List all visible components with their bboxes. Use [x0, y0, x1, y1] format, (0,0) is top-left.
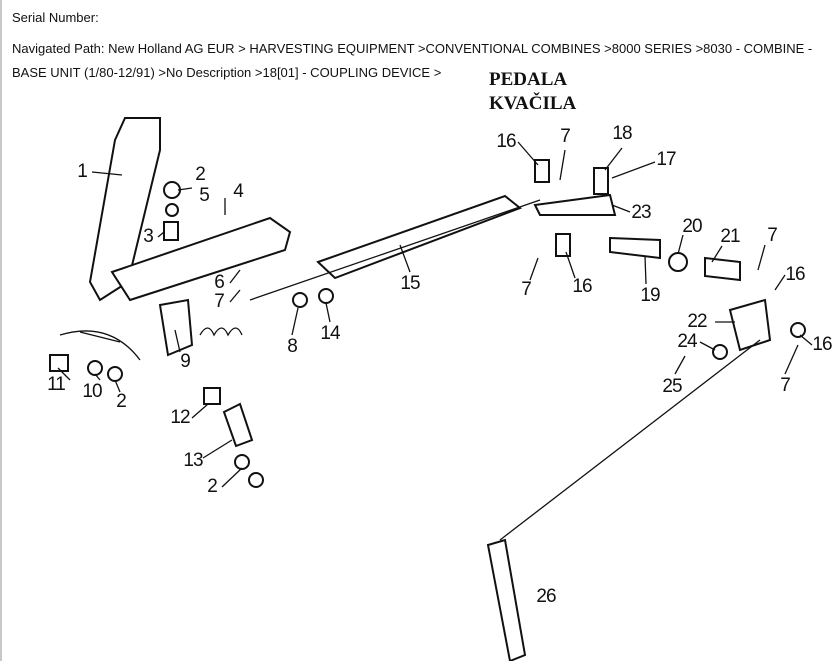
callout-label: 12 — [170, 407, 190, 428]
callout-label: 21 — [720, 226, 740, 247]
callout-label: 16 — [812, 334, 832, 355]
nut-20 — [668, 252, 688, 272]
callout-label: 10 — [82, 381, 102, 402]
page-border — [0, 0, 2, 661]
washer — [318, 288, 334, 304]
bolt-head — [203, 387, 221, 405]
rod-axis — [249, 199, 541, 301]
plate — [222, 402, 254, 448]
callout-label: 4 — [233, 181, 244, 202]
callout-labels: 1 2 5 4 3 6 7 8 14 15 9 11 10 2 12 13 2 … — [47, 123, 833, 607]
callout-label: 22 — [687, 311, 707, 332]
callout-label: 25 — [662, 376, 682, 397]
washer — [234, 454, 250, 470]
callout-label: 2 — [207, 476, 217, 497]
callout-label: 8 — [287, 336, 297, 357]
pedal-arm — [88, 117, 161, 302]
pin-16 — [534, 159, 550, 183]
washer-24 — [712, 344, 728, 360]
bolt — [163, 221, 179, 241]
callout-label: 2 — [116, 391, 126, 412]
callout-label: 26 — [536, 586, 556, 607]
callout-label: 16 — [785, 264, 805, 285]
callout-label: 18 — [612, 123, 632, 144]
callout-label: 7 — [521, 279, 531, 300]
pin-16c — [790, 322, 806, 338]
pin-16b — [555, 233, 571, 257]
lever-23 — [533, 193, 617, 216]
callout-label: 3 — [143, 226, 153, 247]
pin-18 — [593, 167, 609, 195]
callout-label: 23 — [631, 202, 651, 223]
callout-label: 13 — [183, 450, 203, 471]
bracket — [158, 298, 194, 357]
serial-number-label: Serial Number: — [12, 10, 99, 25]
diagram-title-line1: PEDALA — [489, 69, 568, 90]
callout-label: 17 — [656, 149, 676, 170]
pull-rod — [499, 339, 761, 541]
callout-label: 15 — [400, 273, 420, 294]
lever-26 — [486, 538, 527, 661]
lever-22 — [728, 298, 772, 352]
clevis-21 — [704, 256, 741, 282]
navigated-path-breadcrumb: Navigated Path: New Holland AG EUR > HAR… — [12, 41, 813, 80]
washer — [165, 203, 179, 217]
callout-label: 24 — [677, 331, 698, 352]
callout-label: 7 — [780, 375, 790, 396]
callout-label: 19 — [640, 285, 660, 306]
callout-label: 7 — [767, 225, 777, 246]
callout-label: 7 — [214, 291, 224, 312]
nut — [163, 181, 181, 199]
pedal-lever — [110, 216, 292, 302]
diagram-parts — [49, 117, 813, 661]
clevis-19 — [609, 236, 661, 260]
callout-label: 14 — [320, 323, 341, 344]
frame-arc — [59, 330, 141, 361]
callout-label: 2 — [195, 164, 205, 185]
callout-label: 1 — [77, 161, 87, 182]
callout-label: 16 — [496, 131, 516, 152]
callout-label: 20 — [682, 216, 702, 237]
callout-label: 11 — [47, 374, 65, 395]
bolt-head — [49, 354, 69, 372]
nut — [107, 366, 123, 382]
nut — [248, 472, 264, 488]
spring — [199, 327, 243, 337]
callout-label: 9 — [180, 351, 190, 372]
callout-label: 6 — [214, 272, 224, 293]
bushing — [292, 292, 308, 308]
washer — [87, 360, 103, 376]
callout-label: 16 — [572, 276, 592, 297]
callout-label: 5 — [199, 185, 209, 206]
callout-label: 7 — [560, 126, 570, 147]
diagram-title-line2: KVAČILA — [489, 93, 577, 114]
diagram-title: PEDALA KVAČILA — [489, 68, 576, 116]
